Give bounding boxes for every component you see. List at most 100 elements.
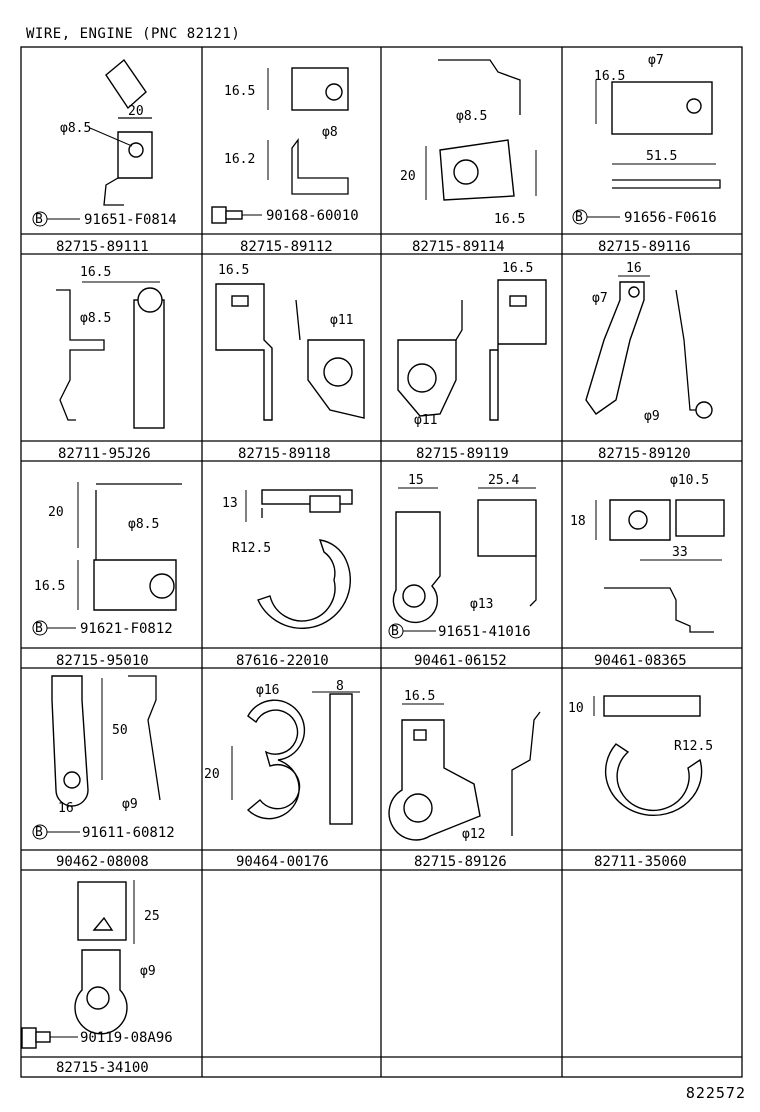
clamp-drawing (388, 703, 541, 841)
clamp-drawing (595, 499, 725, 633)
bolt-callout: B (32, 824, 80, 840)
part-number: 90464-00176 (236, 854, 329, 870)
svg-text:B: B (575, 210, 583, 225)
bolt-callout: B (32, 211, 80, 227)
dim-label: φ13 (470, 597, 493, 612)
part-cell-82715-34100[interactable]: 25 φ9 90119-08A96 82715-34100 (21, 880, 173, 1076)
dim-label: 16.2 (224, 152, 255, 167)
part-cell-82711-95J26[interactable]: 16.5 φ8.5 82711-95J26 (56, 265, 165, 462)
dim-label: φ8.5 (60, 121, 91, 136)
dim-label: 20 (204, 767, 220, 782)
dim-label: φ9 (140, 964, 156, 979)
dim-label: 16.5 (494, 212, 525, 227)
dim-label: φ12 (462, 827, 485, 842)
part-cell-82715-89120[interactable]: 16 φ7 φ9 82715-89120 (585, 261, 713, 462)
svg-text:B: B (35, 825, 43, 840)
clamp-drawing (231, 691, 360, 825)
dim-label: φ16 (256, 683, 279, 698)
dim-label: 16.5 (80, 265, 111, 280)
bolt-part-number: 91656-F0616 (624, 210, 717, 226)
part-cell-82715-95010[interactable]: 20 φ8.5 16.5 B 91621-F0812 82715-95010 (32, 482, 182, 669)
part-number: 90462-08008 (56, 854, 149, 870)
part-cell-82715-89114[interactable]: φ8.5 20 16.5 82715-89114 (400, 59, 537, 255)
part-number: 82715-89116 (598, 239, 691, 255)
clamp-drawing (392, 487, 537, 624)
dim-label: R12.5 (674, 739, 713, 754)
part-number: 82715-89118 (238, 446, 331, 462)
clamp-drawing (89, 58, 153, 206)
dim-label: 20 (48, 505, 64, 520)
bolt-callout: B (32, 620, 76, 636)
figure-id: 822572 (685, 1084, 746, 1102)
bolt-icon (211, 206, 262, 224)
bolt-icon (21, 1027, 78, 1049)
svg-text:B: B (35, 621, 43, 636)
part-cell-90461-06152[interactable]: 15 25.4 φ13 B 91651-41016 90461-06152 (388, 473, 537, 669)
part-cell-82715-89119[interactable]: 16.5 φ11 82715-89119 (397, 261, 547, 462)
part-cell-90461-08365[interactable]: φ10.5 18 33 90461-08365 (570, 473, 725, 669)
dim-label: 20 (128, 104, 144, 119)
part-cell-82715-89116[interactable]: 16.5 φ7 51.5 B 91656-F0616 82715-89116 (572, 53, 721, 255)
dim-label: φ8.5 (80, 311, 111, 326)
part-cell-82711-35060[interactable]: 10 R12.5 82711-35060 (568, 695, 713, 870)
dim-label: 16 (58, 801, 74, 816)
part-number: 82715-89114 (412, 239, 505, 255)
clamp-drawing (74, 880, 135, 1035)
dim-label: φ11 (330, 313, 353, 328)
dim-label: φ10.5 (670, 473, 709, 488)
part-cell-90464-00176[interactable]: φ16 8 20 90464-00176 (204, 679, 360, 870)
part-number: 82715-34100 (56, 1060, 149, 1076)
dim-label: 8 (336, 679, 344, 694)
bolt-part-number: 91611-60812 (82, 825, 175, 841)
part-number: 82711-95J26 (58, 446, 151, 462)
dim-label: φ8.5 (128, 517, 159, 532)
svg-text:B: B (391, 624, 399, 639)
part-number: 82715-95010 (56, 653, 149, 669)
dim-label: 13 (222, 496, 238, 511)
dim-label: 15 (408, 473, 424, 488)
dim-label: φ7 (648, 53, 664, 68)
part-number: 82715-89119 (416, 446, 509, 462)
dim-label: φ8 (322, 125, 338, 140)
dim-label: 50 (112, 723, 128, 738)
bolt-part-number: 90119-08A96 (80, 1030, 173, 1046)
clamp-drawing (245, 489, 353, 630)
bolt-callout: B (572, 209, 620, 225)
dim-label: 16.5 (218, 263, 249, 278)
part-cell-87616-22010[interactable]: 13 R12.5 87616-22010 (222, 489, 353, 669)
clamp-drawing (595, 80, 721, 189)
part-number: 82715-89112 (240, 239, 333, 255)
dim-label: 25.4 (488, 473, 519, 488)
part-number: 90461-06152 (414, 653, 507, 669)
dim-label: 16.5 (594, 69, 625, 84)
clamp-drawing (56, 281, 165, 429)
dim-label: 16 (626, 261, 642, 276)
svg-text:B: B (35, 212, 43, 227)
clamp-drawing (267, 67, 349, 195)
dim-label: 20 (400, 169, 416, 184)
dim-label: 33 (672, 545, 688, 560)
dim-label: 10 (568, 701, 584, 716)
dim-label: φ9 (122, 797, 138, 812)
bolt-part-number: 91651-F0814 (84, 212, 177, 228)
part-cell-82715-89118[interactable]: 16.5 φ11 82715-89118 (215, 263, 365, 462)
part-cell-90462-08008[interactable]: 50 φ9 16 B 91611-60812 90462-08008 (32, 675, 175, 870)
part-number: 82715-89126 (414, 854, 507, 870)
clamp-drawing (397, 279, 547, 421)
dim-label: 16.5 (34, 579, 65, 594)
part-cell-82715-89126[interactable]: 16.5 φ12 82715-89126 (388, 689, 541, 870)
part-cell-82715-89112[interactable]: 16.5 16.2 φ8 90168-60010 82715-89112 (211, 67, 359, 255)
clamp-drawing (585, 275, 713, 419)
part-number: 82715-89120 (598, 446, 691, 462)
dim-label: φ11 (414, 413, 437, 428)
part-number: 90461-08365 (594, 653, 687, 669)
dim-label: R12.5 (232, 541, 271, 556)
clamp-drawing (215, 283, 365, 421)
bolt-callout: B (388, 623, 436, 639)
dim-label: φ8.5 (456, 109, 487, 124)
bolt-part-number: 91621-F0812 (80, 621, 173, 637)
part-cell-82715-89111[interactable]: 20 φ8.5 B 91651-F0814 82715-89111 (32, 58, 177, 255)
dim-label: 16.5 (502, 261, 533, 276)
bolt-part-number: 90168-60010 (266, 208, 359, 224)
